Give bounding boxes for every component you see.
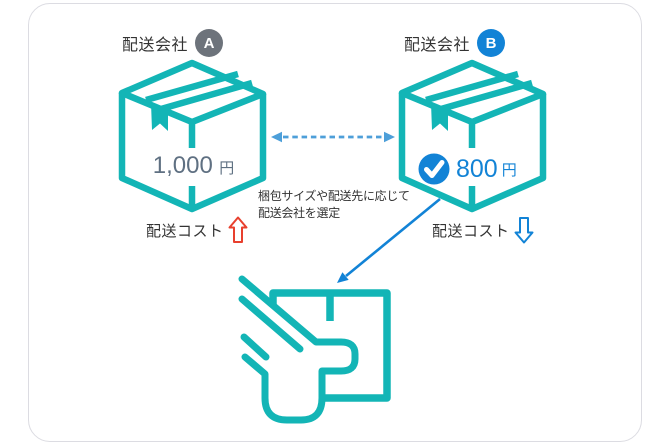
cost-up-arrow-icon	[228, 216, 248, 243]
box-a-tape-flap	[151, 103, 168, 131]
price-b-currency: 円	[501, 158, 517, 180]
checkmark-circle-icon	[416, 151, 452, 187]
company-a-label-row: 配送会社 A	[122, 29, 224, 57]
cost-a-row: 配送コスト	[146, 216, 248, 244]
price-a-currency: 円	[219, 160, 235, 177]
cost-a-label: 配送コスト	[146, 222, 224, 240]
price-a-amount: 1,000	[150, 152, 215, 179]
box-b-tape-flap	[431, 103, 448, 131]
compare-double-arrow-icon	[271, 131, 395, 143]
company-a-badge: A	[195, 29, 224, 57]
company-b-name: 配送会社	[404, 37, 471, 54]
hand-holding-box-icon	[238, 275, 391, 424]
selection-arrow-icon	[337, 197, 441, 283]
company-a-name: 配送会社	[122, 37, 189, 54]
company-b-label-row: 配送会社 B	[404, 29, 506, 57]
box-b-icon	[398, 59, 547, 213]
selection-note-line1: 梱包サイズや配送先に応じて	[258, 189, 410, 203]
company-b-badge: B	[477, 29, 506, 57]
cost-b-label: 配送コスト	[432, 222, 510, 240]
selection-note-line2: 配送会社を選定	[258, 206, 340, 220]
price-a: 1,000 円	[122, 152, 263, 180]
box-a-icon	[118, 59, 267, 213]
price-b-amount: 800	[455, 154, 499, 184]
cost-down-arrow-icon	[514, 217, 534, 244]
price-b: 800 円	[416, 151, 517, 187]
selection-note: 梱包サイズや配送先に応じて 配送会社を選定	[258, 188, 428, 222]
cost-b-row: 配送コスト	[432, 216, 534, 244]
